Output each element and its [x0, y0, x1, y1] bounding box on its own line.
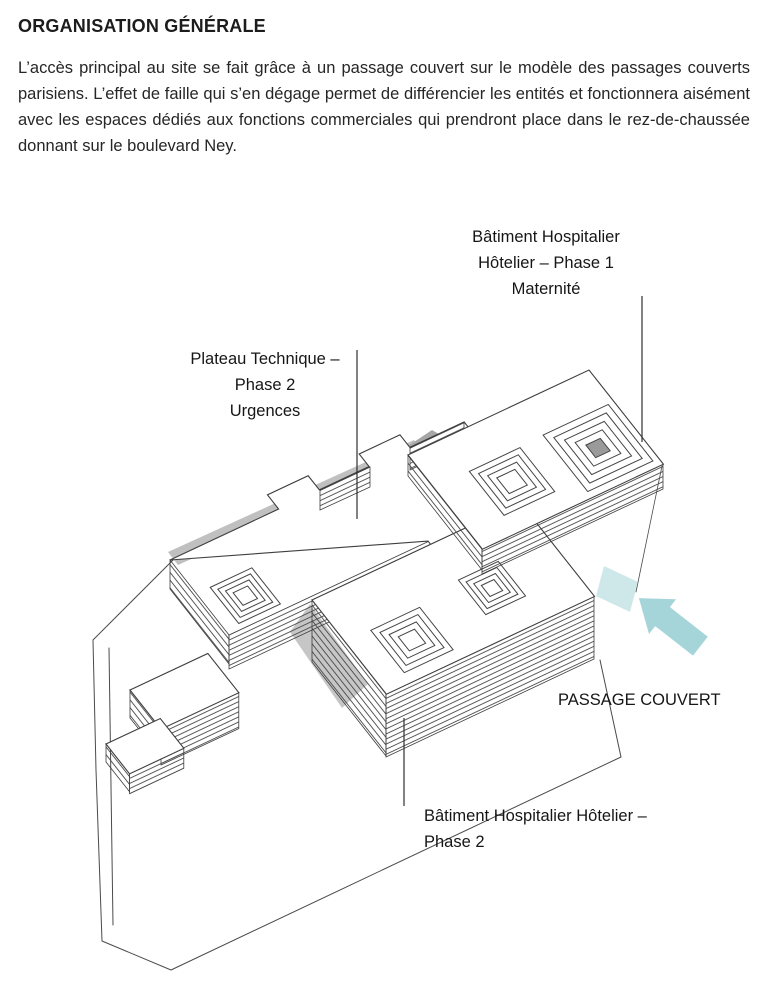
label-passage-couvert: PASSAGE COUVERT: [558, 691, 721, 709]
label-phase2-bhh: Bâtiment Hospitalier Hôtelier – Phase 2: [424, 803, 647, 855]
courtyard: [469, 448, 554, 516]
label-phase1-maternite: Bâtiment Hospitalier Hôtelier – Phase 1 …: [430, 224, 662, 302]
courtyard: [210, 568, 280, 624]
label-line: Bâtiment Hospitalier: [472, 228, 620, 246]
building-phase1: [408, 370, 663, 575]
label-line: Urgences: [229, 402, 301, 420]
label-line: Phase 2: [234, 376, 296, 394]
courtyard: [371, 607, 453, 672]
courtyard: [543, 404, 653, 491]
passage-highlight: [596, 566, 638, 612]
building-annex: [106, 653, 239, 795]
label-line: Bâtiment Hospitalier Hôtelier –: [424, 807, 647, 825]
passage-arrow-icon: [638, 598, 708, 656]
leader-lines: [356, 296, 643, 806]
label-line: Hôtelier – Phase 1: [478, 254, 614, 272]
label-line: Phase 2: [424, 833, 485, 851]
passage-couvert-marker: [596, 566, 708, 656]
label-plateau-technique: Plateau Technique – Phase 2 Urgences: [150, 346, 380, 424]
courtyard: [458, 561, 525, 614]
label-line: Plateau Technique –: [190, 350, 340, 368]
label-line: Maternité: [511, 280, 581, 298]
page-title: ORGANISATION GÉNÉRALE: [18, 16, 266, 36]
intro-paragraph: L’accès principal au site se fait grâce …: [18, 59, 750, 155]
